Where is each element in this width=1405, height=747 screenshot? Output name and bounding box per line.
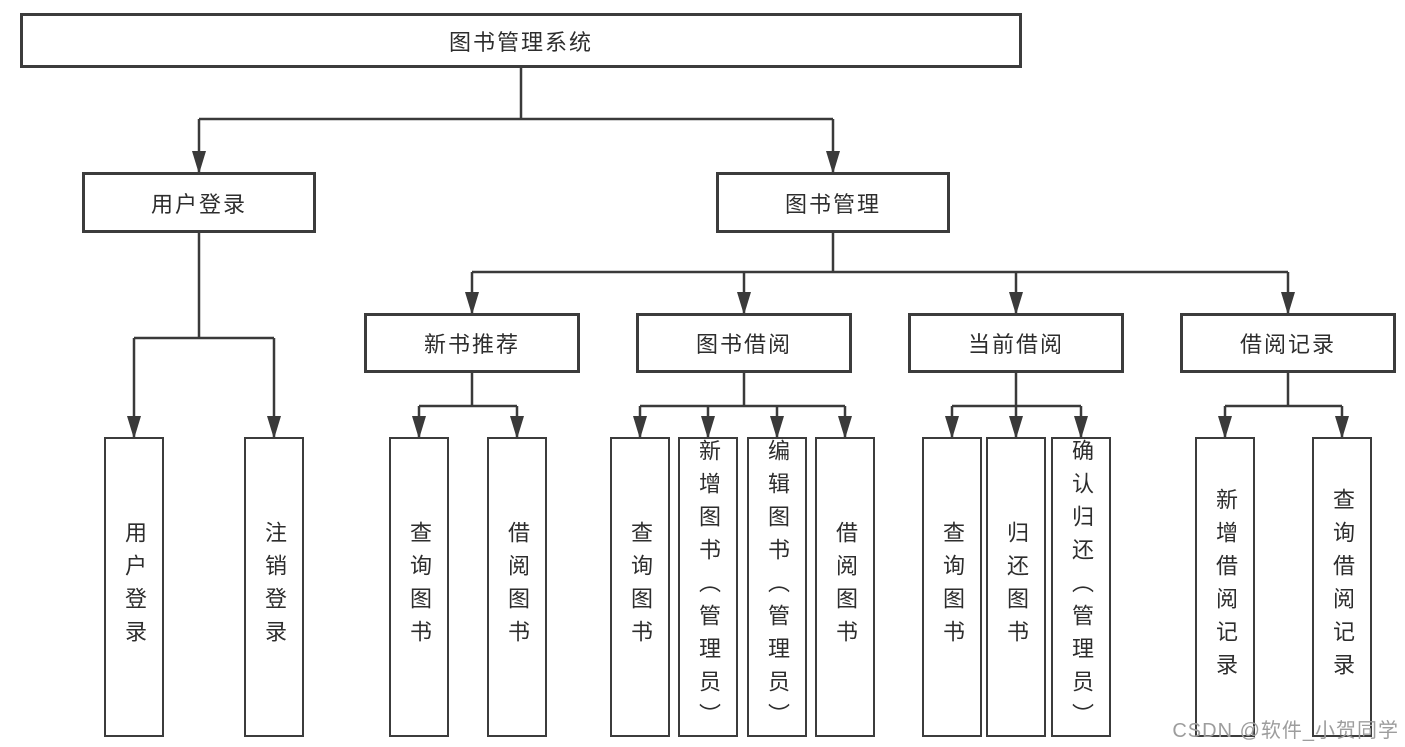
node-current-borrow-label: 当前借阅 [967, 332, 1064, 357]
node-borrow-records-label: 借阅记录 [1239, 332, 1336, 357]
node-book-management: 图书管理 [716, 172, 950, 233]
node-book-management-label: 图书管理 [784, 191, 881, 217]
leaf-borrow-add-label: 新增图书（管理员） [696, 439, 721, 736]
arrowhead-icons [127, 151, 1349, 439]
leaf-current-confirm: 确认归还（管理员） [1051, 437, 1111, 737]
leaf-records-add: 新增借阅记录 [1195, 437, 1255, 737]
node-new-books: 新书推荐 [364, 313, 580, 373]
connector-paths [132, 68, 1344, 437]
leaf-records-query-label: 查询借阅记录 [1330, 488, 1355, 686]
node-book-borrow: 图书借阅 [636, 313, 852, 373]
leaf-borrow-edit: 编辑图书（管理员） [747, 437, 807, 737]
node-new-books-label: 新书推荐 [423, 332, 520, 357]
leaf-logout-label: 注销登录 [262, 521, 287, 653]
node-root-label: 图书管理系统 [448, 29, 593, 55]
leaf-current-return-label: 归还图书 [1004, 521, 1029, 653]
leaf-newbook-borrow-label: 借阅图书 [505, 521, 530, 653]
leaf-borrow-borrow: 借阅图书 [815, 437, 875, 737]
csdn-watermark: CSDN @软件_小贺同学 [1172, 720, 1399, 742]
leaf-borrow-query: 查询图书 [610, 437, 670, 737]
leaf-user-login-label: 用户登录 [122, 521, 147, 653]
leaf-records-add-label: 新增借阅记录 [1213, 488, 1238, 686]
leaf-current-confirm-label: 确认归还（管理员） [1069, 439, 1094, 736]
leaf-logout: 注销登录 [244, 437, 304, 737]
leaf-user-login: 用户登录 [104, 437, 164, 737]
leaf-newbook-query-label: 查询图书 [407, 521, 432, 653]
node-user-login-label: 用户登录 [150, 191, 247, 217]
leaf-current-return: 归还图书 [986, 437, 1046, 737]
leaf-borrow-borrow-label: 借阅图书 [833, 521, 858, 653]
leaf-borrow-edit-label: 编辑图书（管理员） [765, 439, 790, 736]
leaf-borrow-add: 新增图书（管理员） [678, 437, 738, 737]
leaf-borrow-query-label: 查询图书 [628, 521, 653, 653]
leaf-current-query: 查询图书 [922, 437, 982, 737]
node-root: 图书管理系统 [20, 13, 1022, 68]
node-current-borrow: 当前借阅 [908, 313, 1124, 373]
leaf-records-query: 查询借阅记录 [1312, 437, 1372, 737]
leaf-current-query-label: 查询图书 [940, 521, 965, 653]
node-book-borrow-label: 图书借阅 [695, 332, 792, 357]
leaf-newbook-query: 查询图书 [389, 437, 449, 737]
leaf-newbook-borrow: 借阅图书 [487, 437, 547, 737]
node-user-login: 用户登录 [82, 172, 316, 233]
node-borrow-records: 借阅记录 [1180, 313, 1396, 373]
